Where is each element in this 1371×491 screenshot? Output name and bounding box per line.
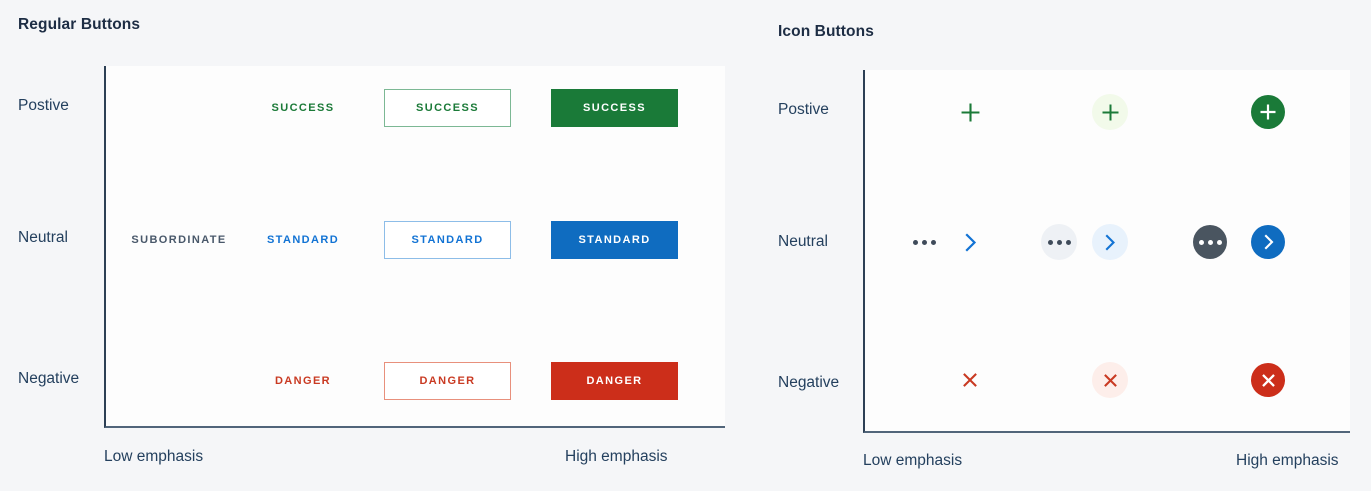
icon-buttons-title: Icon Buttons — [778, 23, 874, 40]
axis-caption-low-emphasis: Low emphasis — [104, 448, 204, 465]
more-horizontal-icon — [1198, 239, 1222, 245]
icon-axis-caption-high-emphasis: High emphasis — [1236, 452, 1339, 469]
icon-button-more-high[interactable] — [1193, 225, 1227, 259]
icon-row-label-neutral: Neutral — [778, 233, 828, 250]
ghost-button-standard[interactable]: STANDARD — [239, 228, 367, 252]
icon-button-plus-low[interactable] — [954, 96, 986, 128]
close-icon — [963, 373, 977, 387]
chevron-right-icon — [1105, 234, 1115, 250]
icon-row-label-negative: Negative — [778, 374, 840, 391]
row-label-neutral: Neutral — [18, 229, 68, 246]
icon-button-plus-medium[interactable] — [1092, 94, 1128, 130]
regular-buttons-panel: Regular Buttons Postive Neutral Negative… — [18, 16, 725, 465]
row-label-negative: Negative — [18, 370, 80, 387]
axis-caption-high-emphasis: High emphasis — [565, 448, 668, 465]
more-horizontal-icon — [1047, 239, 1071, 245]
row-label-positive: Postive — [18, 97, 69, 114]
ghost-button-success[interactable]: SUCCESS — [239, 96, 367, 120]
icon-buttons-panel: Icon Buttons Postive Neutral Negative — [760, 0, 1371, 491]
icon-row-label-positive: Postive — [778, 101, 829, 118]
subordinate-button-standard[interactable]: SUBORDINATE — [115, 228, 243, 252]
outline-button-danger[interactable]: DANGER — [384, 362, 511, 400]
icon-button-chevron-low[interactable] — [954, 226, 986, 258]
icon-button-plus-high[interactable] — [1251, 95, 1285, 129]
regular-buttons-title: Regular Buttons — [18, 16, 141, 33]
solid-button-standard[interactable]: STANDARD — [551, 221, 678, 259]
more-horizontal-icon — [912, 239, 936, 245]
plus-icon — [961, 103, 979, 121]
solid-button-danger[interactable]: DANGER — [551, 362, 678, 400]
solid-button-success[interactable]: SUCCESS — [551, 89, 678, 127]
icon-button-more-low[interactable] — [908, 226, 940, 258]
outline-button-success[interactable]: SUCCESS — [384, 89, 511, 127]
close-icon — [1261, 373, 1275, 387]
plus-icon — [1102, 104, 1118, 120]
icon-button-chevron-high[interactable] — [1251, 225, 1285, 259]
icon-button-more-medium[interactable] — [1041, 224, 1077, 260]
icon-button-close-medium[interactable] — [1092, 362, 1128, 398]
chevron-right-icon — [1264, 234, 1273, 250]
icon-button-chevron-medium[interactable] — [1092, 224, 1128, 260]
icon-button-close-low[interactable] — [954, 364, 986, 396]
icon-axis-caption-low-emphasis: Low emphasis — [863, 452, 963, 469]
icon-button-close-high[interactable] — [1251, 363, 1285, 397]
plus-icon — [1260, 104, 1276, 120]
outline-button-standard[interactable]: STANDARD — [384, 221, 511, 259]
ghost-button-danger[interactable]: DANGER — [239, 369, 367, 393]
chevron-right-icon — [964, 232, 976, 252]
close-icon — [1103, 373, 1117, 387]
